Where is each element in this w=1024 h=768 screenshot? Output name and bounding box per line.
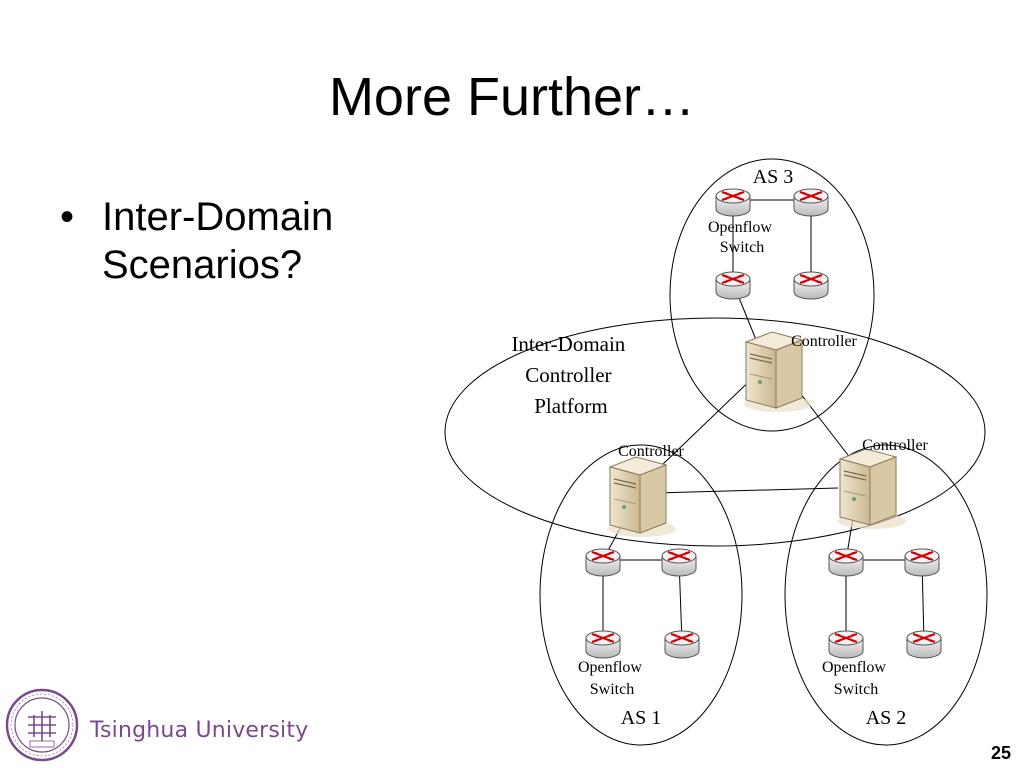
router-icon xyxy=(585,630,621,659)
university-seal-logo xyxy=(5,688,79,762)
router-icon xyxy=(793,271,829,300)
server-icon xyxy=(837,448,907,530)
as1-boundary xyxy=(539,444,743,746)
router-icon xyxy=(715,188,751,217)
platform-label: Inter-Domain Controller Platform xyxy=(511,332,630,418)
controller-label-as2: Controller xyxy=(862,437,928,454)
network-links xyxy=(602,199,925,643)
bullet-item: • Inter-Domain Scenarios? xyxy=(60,193,400,289)
router-icon xyxy=(715,271,751,300)
university-name: Tsinghua University xyxy=(90,718,309,743)
bullet-text: Inter-Domain Scenarios? xyxy=(102,195,334,287)
as3-boundary xyxy=(669,158,875,432)
router-icon xyxy=(585,548,621,577)
router-icon xyxy=(904,548,940,577)
router-icon xyxy=(664,630,700,659)
router-icon xyxy=(906,630,942,659)
controller-label-as1: Controller xyxy=(618,443,684,460)
platform-boundary xyxy=(444,317,986,547)
bullet-list: • Inter-Domain Scenarios? xyxy=(60,193,400,289)
as2-boundary xyxy=(784,444,988,746)
router-icon xyxy=(828,548,864,577)
router-icon xyxy=(793,188,829,217)
slide-title: More Further… xyxy=(328,67,696,127)
switch-label-as1: Openflow Switch xyxy=(578,659,646,698)
server-icon xyxy=(607,456,677,538)
router-icon xyxy=(828,630,864,659)
router-icon xyxy=(661,548,697,577)
switch-label-as2: Openflow Switch xyxy=(822,659,890,698)
as3-label: AS 3 xyxy=(753,166,794,188)
bullet-dot: • xyxy=(60,195,75,239)
controller-label-platform: Controller xyxy=(791,333,857,350)
page-number: 25 xyxy=(990,743,1011,763)
as1-label: AS 1 xyxy=(621,707,662,729)
as2-label: AS 2 xyxy=(866,707,907,729)
switch-label-as3: Openflow Switch xyxy=(708,219,776,256)
